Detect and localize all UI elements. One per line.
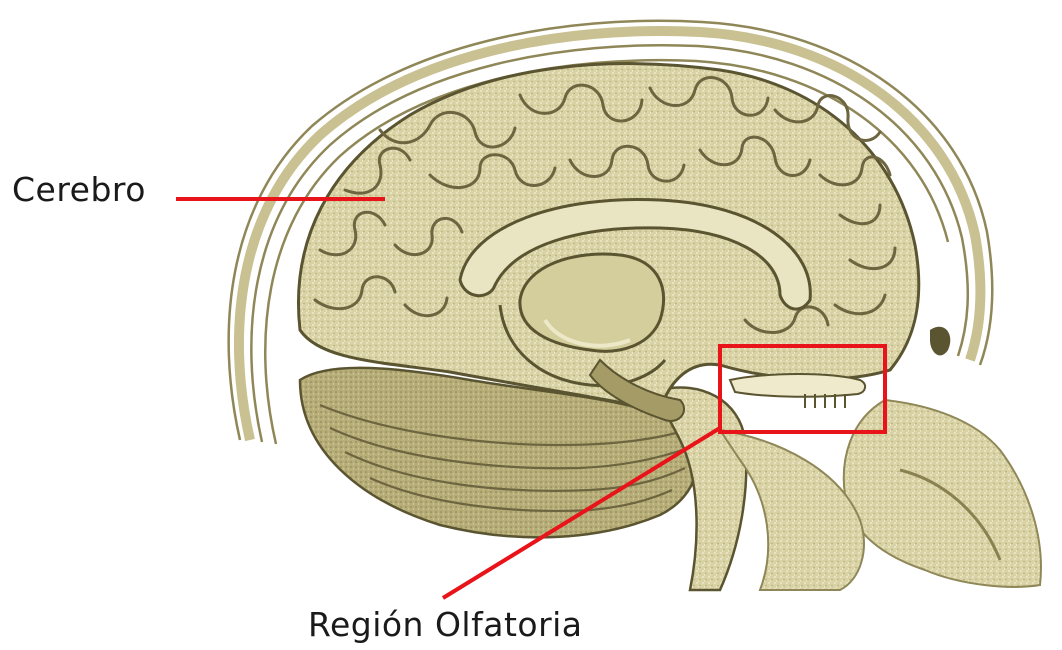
region-olfatoria-label: Región Olfatoria: [308, 605, 583, 644]
cerebro-label: Cerebro: [12, 170, 146, 209]
olfactory-bulb: [730, 374, 865, 408]
thalamus: [520, 254, 664, 351]
cerebrum: [298, 64, 918, 421]
